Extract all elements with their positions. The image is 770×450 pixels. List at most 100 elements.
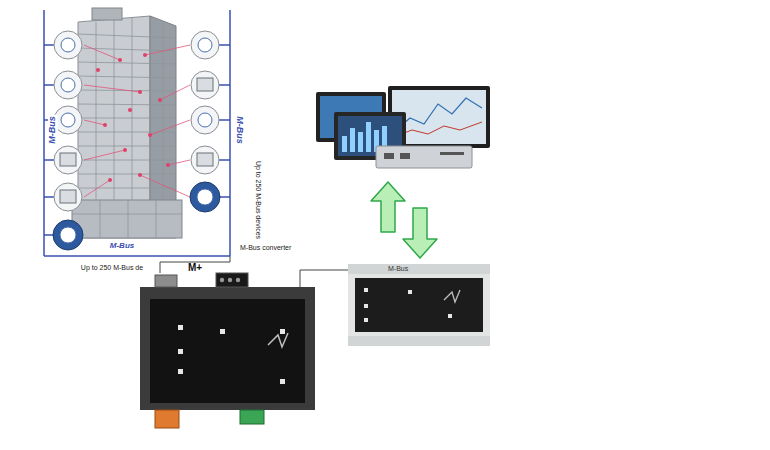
meter-icons-part-part (61, 113, 75, 127)
bus-frame-part (219, 84, 230, 86)
device-graphic (140, 287, 315, 410)
meter-icons-part-part (60, 153, 76, 166)
building-part-part (78, 132, 176, 133)
meter-icons-part-part (54, 106, 82, 134)
computer-icons-part (392, 90, 486, 144)
building-part (96, 53, 170, 182)
building-part-part (78, 174, 176, 175)
meter-icons-part-part (54, 31, 82, 59)
computer-icons-part-part (358, 132, 363, 152)
meter-icons (53, 31, 220, 250)
computer-icons-part (396, 122, 482, 136)
computer-icons-part-part (400, 153, 410, 159)
building-part (84, 45, 190, 197)
meter-icons-part-part (54, 183, 82, 211)
bus-frame-part (44, 255, 230, 257)
device-graphic-part (348, 336, 490, 346)
bus-frame-part (44, 44, 54, 46)
computer-icons-part-part (366, 122, 371, 152)
building-part-part (78, 76, 176, 78)
device-graphic-part (408, 290, 412, 294)
device-graphic-part (240, 410, 264, 424)
bus-connector (300, 270, 348, 287)
computer-icons-part-part (384, 153, 394, 159)
connector-label-text: M-Bus converter (240, 244, 291, 251)
building-part-part (78, 160, 176, 161)
building-part-part (84, 85, 140, 92)
meter-icons-part-part (198, 38, 212, 52)
computer-icons-part-part (350, 128, 355, 152)
meter-icons-part-part (191, 71, 219, 99)
building-part-part (145, 45, 190, 55)
meter-icons-part-part (60, 190, 76, 203)
device-graphic-part (364, 304, 368, 308)
meter-icons-part (60, 78, 213, 203)
building-part-part (128, 200, 129, 238)
device-graphic-part (448, 314, 452, 318)
building-part (92, 8, 122, 20)
building-part-part (96, 22, 97, 200)
building-part-part (168, 160, 190, 165)
device-graphic-part (155, 275, 177, 287)
bus-label-text: M-Bus (110, 241, 134, 250)
note-text: Up to 250 M-Bus devices (255, 161, 262, 239)
building-part-part (158, 98, 162, 102)
bus-frame-part (219, 196, 230, 198)
building-part-part (103, 123, 107, 127)
device-graphic-part (364, 288, 368, 292)
meter-icons-part-part (197, 78, 213, 91)
building-part-part (148, 133, 152, 137)
computer-icons-part-part (440, 152, 464, 155)
building-part-part (114, 20, 115, 200)
building-part-part (78, 118, 176, 119)
bus-frame-part (219, 119, 230, 121)
device-graphic-part (348, 264, 490, 274)
device-label: M-Bus (388, 265, 408, 273)
bus-label-text: M-Bus (47, 116, 57, 144)
computer-icons-part (376, 146, 472, 168)
device-graphic-part (220, 278, 224, 282)
double-arrow-part (403, 208, 437, 258)
bus-frame-part (44, 196, 54, 198)
building-part-part (138, 90, 142, 94)
bus-wire-part (160, 256, 230, 273)
meter-icons-part-part (61, 78, 75, 92)
device-graphic-part (364, 318, 368, 322)
bus-wire (160, 256, 230, 273)
computer-icons-part (396, 98, 482, 130)
building-part-part (128, 108, 132, 112)
meter-icons-part-part (61, 38, 75, 52)
building-part-part (138, 173, 142, 177)
device-graphic-part (280, 329, 285, 334)
computer-icons-part-part (342, 136, 347, 152)
building-part-part (108, 178, 112, 182)
note-label: Up to 250 M-Bus devices (254, 160, 262, 240)
device-graphic-part (236, 278, 240, 282)
device-graphic-part (228, 278, 232, 282)
building-part-part (72, 214, 182, 215)
building-part (72, 200, 182, 238)
device-graphic-part (220, 329, 225, 334)
bus-label-text: M-Bus (235, 116, 245, 144)
meter-icons-part-part (197, 153, 213, 166)
device-graphic-part (150, 299, 305, 403)
converter-device: M+ (140, 287, 315, 410)
device-graphic-part (178, 325, 183, 330)
note-label: Up to 250 M-Bus de (80, 264, 144, 272)
device-graphic-part (444, 290, 460, 302)
bus-frame-part (229, 10, 231, 256)
device-graphic-part (280, 379, 285, 384)
building-part-part (78, 104, 176, 105)
device-graphic (348, 264, 490, 346)
meter-icons-part-part (198, 113, 212, 127)
double-arrow-part (371, 182, 405, 232)
device-graphic-part (178, 369, 183, 374)
device-graphic-part (178, 349, 183, 354)
device-graphic-part (155, 410, 179, 428)
building-part-part (163, 22, 164, 200)
building-part-part (143, 53, 147, 57)
building (72, 8, 190, 238)
meter-icons-part (54, 31, 219, 211)
